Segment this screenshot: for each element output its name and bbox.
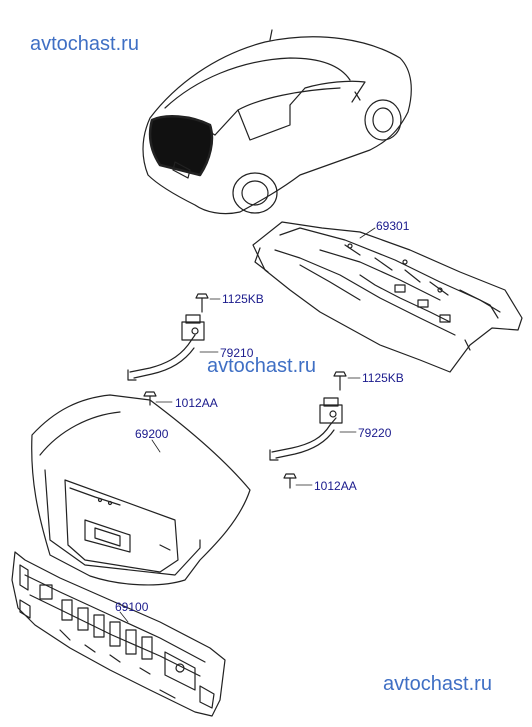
bolt-1125kb-lower <box>333 371 361 391</box>
watermark-bottom: avtochast.ru <box>383 673 492 695</box>
watermark-top: avtochast.ru <box>30 33 139 55</box>
hinge-79220 <box>269 397 357 461</box>
rear-shelf-panel <box>252 221 523 373</box>
back-panel <box>11 551 226 717</box>
hinge-79210 <box>127 314 219 381</box>
part-label-69100: 69100 <box>115 600 149 614</box>
part-label-69200: 69200 <box>135 427 169 441</box>
bolt-1125kb-upper <box>195 293 221 313</box>
part-label-69301: 69301 <box>376 219 410 233</box>
part-label-1012aa-lower: 1012AA <box>314 479 357 493</box>
part-label-1125kb-upper: 1125KB <box>222 292 264 306</box>
part-label-79210: 79210 <box>220 346 254 360</box>
trunk-lid <box>31 394 251 586</box>
car-illustration <box>142 29 412 215</box>
bolt-1012aa-lower <box>283 473 313 489</box>
part-label-79220: 79220 <box>358 426 392 440</box>
bolt-1012aa-upper <box>143 391 173 406</box>
leader-line <box>359 227 376 239</box>
part-label-1125kb-lower: 1125KB <box>362 371 404 385</box>
part-label-1012aa-upper: 1012AA <box>175 396 218 410</box>
watermark-middle: avtochast.ru <box>207 355 316 377</box>
